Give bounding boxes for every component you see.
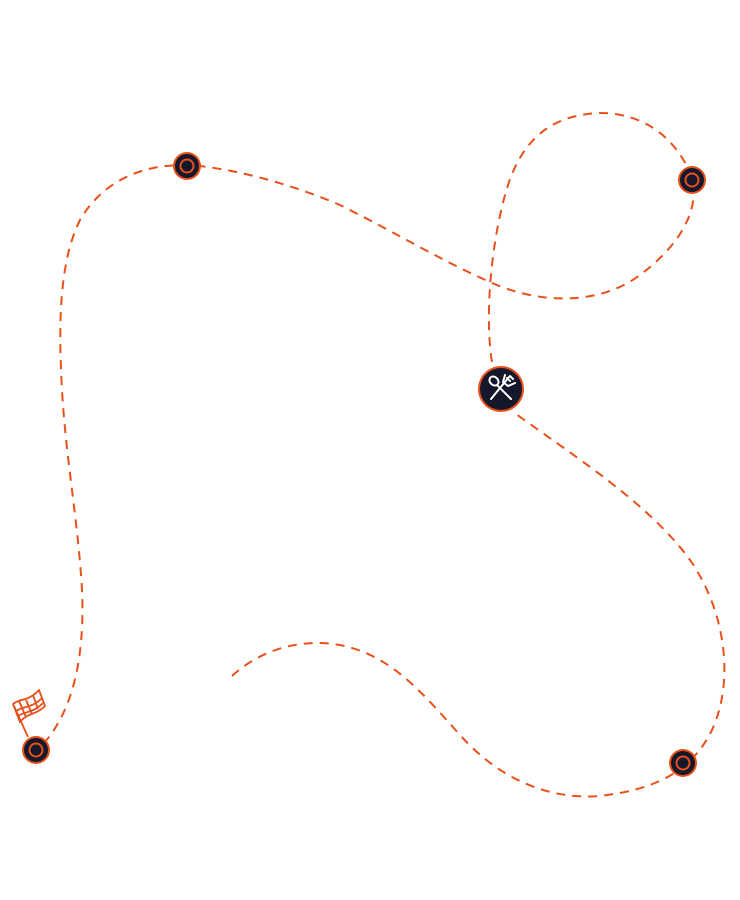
route-path bbox=[44, 111, 726, 798]
restaurant-marker[interactable] bbox=[478, 366, 524, 412]
stop-marker[interactable] bbox=[678, 166, 706, 194]
ring-icon bbox=[684, 172, 700, 188]
ring-icon bbox=[28, 742, 44, 758]
checkered-flag-icon bbox=[12, 689, 46, 738]
ring-icon bbox=[675, 755, 691, 771]
stop-marker[interactable] bbox=[669, 749, 697, 777]
stop-marker[interactable] bbox=[173, 152, 201, 180]
ring-icon bbox=[179, 158, 195, 174]
start-marker[interactable] bbox=[22, 736, 50, 764]
spoon-fork-icon bbox=[488, 374, 516, 400]
